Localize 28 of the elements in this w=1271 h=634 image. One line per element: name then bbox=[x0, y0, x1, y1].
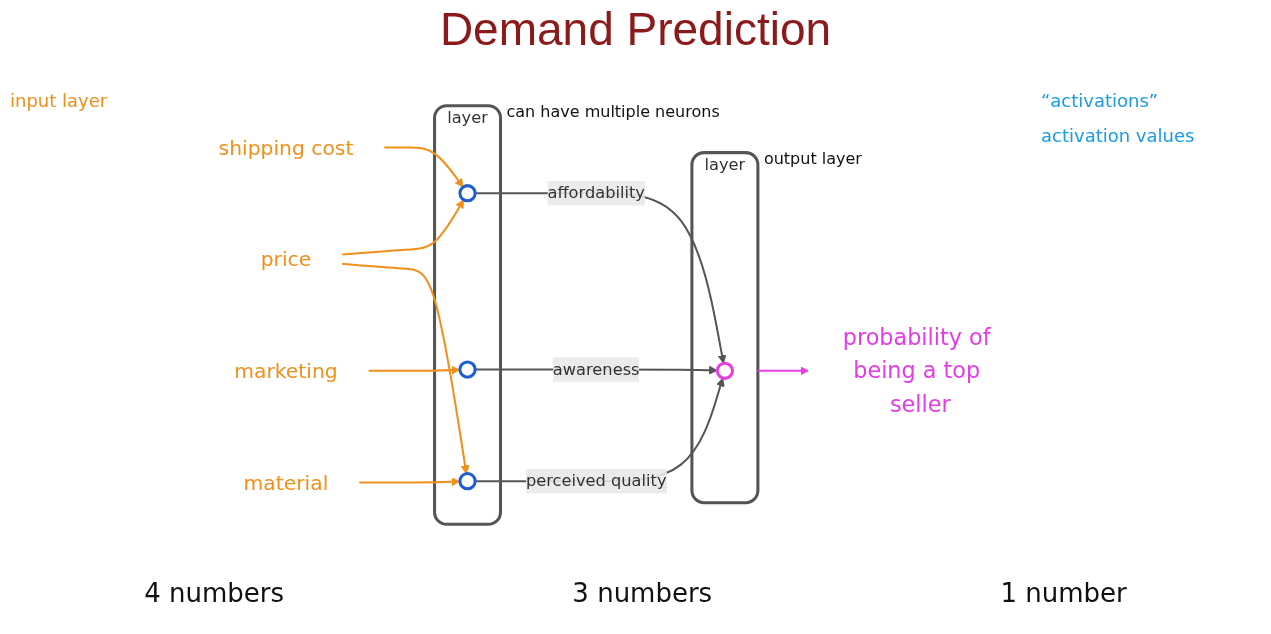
edge-label: affordability bbox=[547, 183, 645, 203]
count-note: 4 numbers bbox=[144, 578, 284, 608]
node-circle bbox=[458, 472, 477, 491]
layer-label: input layer bbox=[10, 90, 109, 111]
count-note: 1 number bbox=[1000, 578, 1127, 608]
node-text: material bbox=[243, 470, 329, 495]
arrow bbox=[341, 262, 470, 475]
node-text: probability of being a top seller bbox=[842, 324, 991, 417]
cluster: layer bbox=[690, 151, 760, 505]
node-text: marketing bbox=[234, 358, 338, 383]
node-text: shipping cost bbox=[218, 135, 354, 160]
node-circle bbox=[458, 184, 477, 203]
arrow bbox=[358, 477, 461, 487]
cluster: layer bbox=[433, 104, 503, 526]
annotation: activation values bbox=[1041, 125, 1196, 146]
arrow bbox=[341, 199, 465, 256]
node-circle bbox=[715, 361, 735, 380]
arrow bbox=[368, 365, 461, 375]
count-note: 3 numbers bbox=[572, 578, 713, 608]
title: Demand Prediction bbox=[438, 2, 833, 56]
annotation: can have multiple neurons bbox=[506, 101, 720, 121]
edge-label: perceived quality bbox=[525, 471, 667, 491]
arrow bbox=[383, 146, 464, 188]
node-text: price bbox=[260, 247, 312, 272]
node-circle bbox=[458, 360, 477, 379]
annotation: output layer bbox=[763, 148, 862, 168]
edge-label: awareness bbox=[552, 359, 640, 379]
annotation: “activations” bbox=[1041, 90, 1160, 111]
